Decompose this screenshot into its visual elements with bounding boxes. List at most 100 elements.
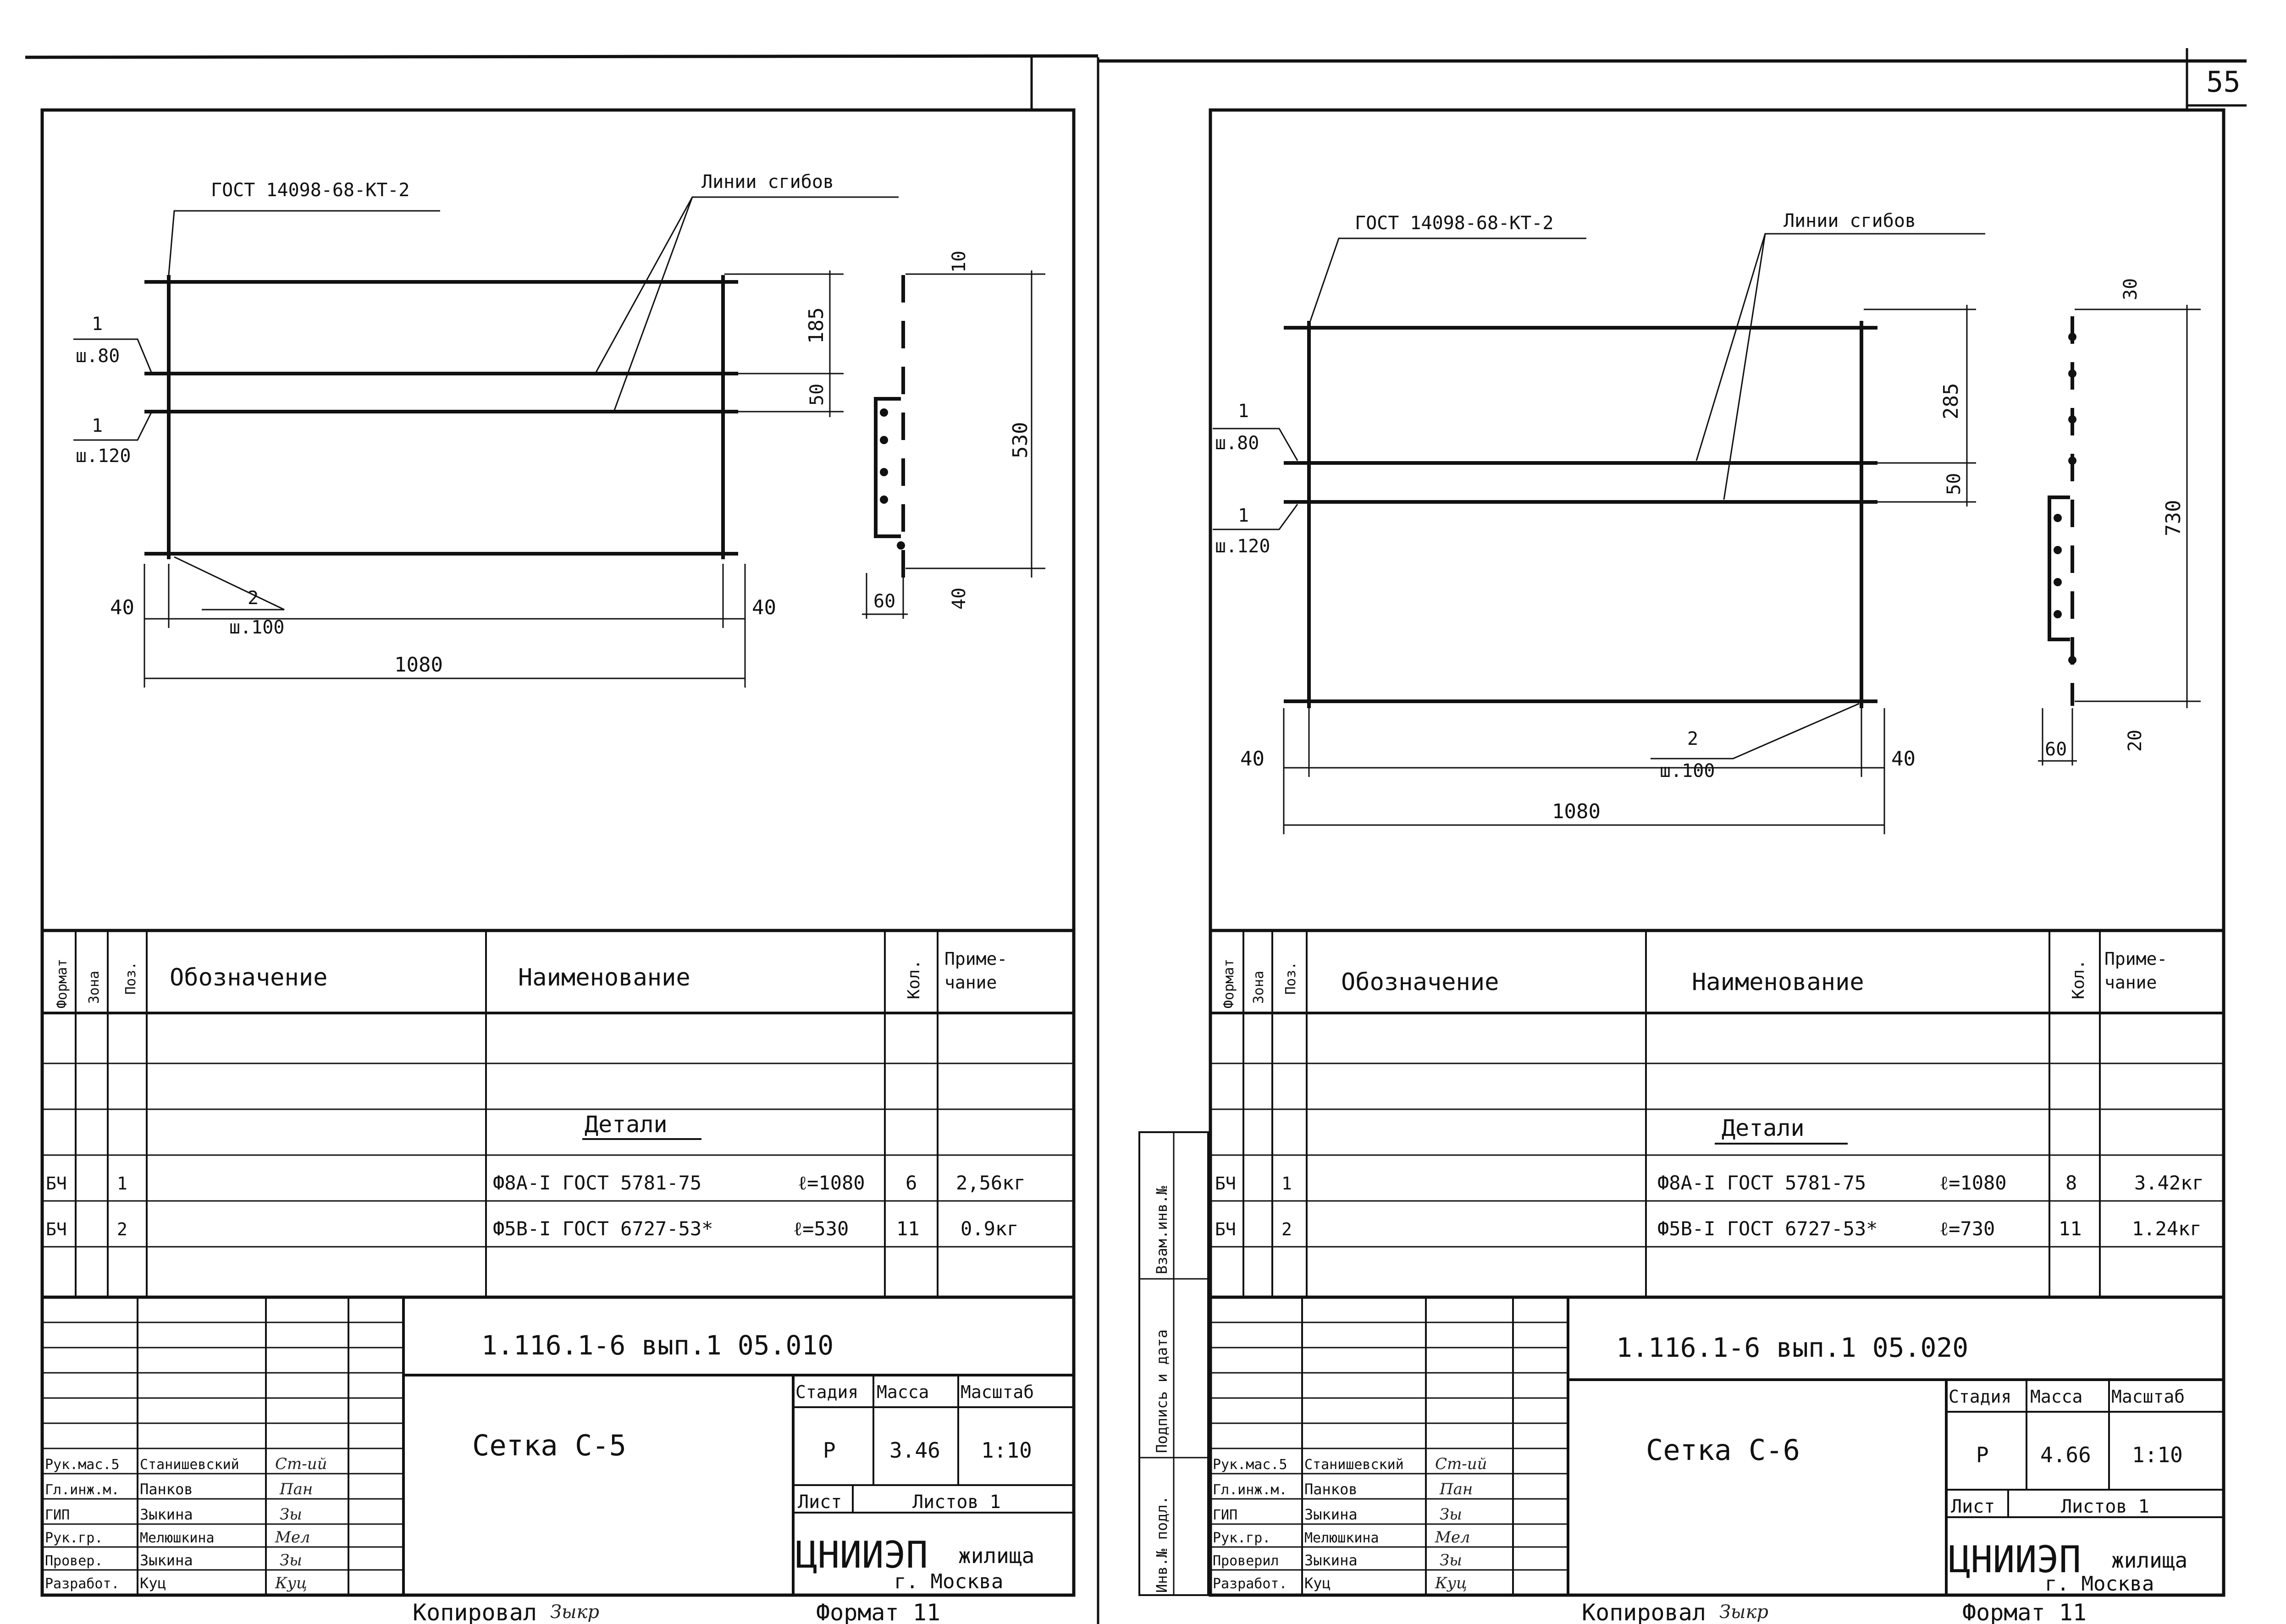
staff-2-role: Гл.инж.м. [1213,1482,1287,1498]
spec-row-2-format: БЧ [46,1219,67,1239]
staff-3-sign: Зы [1440,1505,1462,1524]
side-stamp-inv: Инв.№ подл. [1153,1496,1171,1593]
spec-header-format: Формат [54,959,70,1008]
spec-header-note: Приме-чание [2104,949,2167,992]
mass-value: 3.46 [889,1438,940,1463]
spec-section-title: Детали [585,1111,668,1138]
staff-4-name: Мелюшкина [140,1530,215,1546]
spec-row-1-format: БЧ [46,1173,67,1194]
scale-label: Масштаб [961,1382,1034,1402]
dim-section-bottom: 40 [949,588,970,610]
pos1-upper-num: 1 [92,314,103,335]
pos1-upper-num: 1 [1238,401,1249,422]
dim-left: 40 [1240,747,1264,771]
dim-height: 730 [2162,500,2185,536]
spec-header-qty: Кол. [2069,959,2088,999]
staff-5-name: Зыкина [140,1552,193,1569]
spec-row-1-note: 2,56кг [956,1172,1026,1194]
org-sub: жилища [958,1543,1034,1568]
mass-value: 4.66 [2040,1442,2091,1467]
spec-row-1-qty: 8 [2065,1172,2077,1194]
mesh-drawing [1213,233,2201,834]
side-stamp-replace: Взам.инв.№ [1153,1186,1171,1274]
staff-4-role: Рук.гр. [1213,1530,1270,1546]
spec-header-zone: Зона [86,971,102,1004]
mass-label: Масса [877,1382,929,1402]
staff-5-role: Проверил [1213,1553,1279,1569]
staff-3-role: ГИП [45,1507,70,1523]
dim-right: 40 [752,596,776,619]
pos1-upper-step: ш.80 [1215,433,1259,454]
spec-row-2-name: Ф5В-I ГОСТ 6727-53* [1657,1217,1877,1240]
sheet-label: Лист [1951,1496,1995,1517]
staff-2-sign: Пан [279,1480,313,1498]
section-dots [2054,333,2076,664]
dim-upper: 185 [805,308,828,344]
gost-label: ГОСТ 14098-68-КТ-2 [211,180,409,201]
title-block [1210,1297,2224,1595]
side-stamp-signature: Подпись и дата [1153,1329,1171,1453]
bend-lines-label: Линии сгибов [701,171,834,193]
spec-row-1-qty: 6 [906,1172,917,1194]
staff-6-name: Куц [140,1574,166,1592]
pos1-lower-step: ш.120 [1215,536,1270,557]
pos2-step: ш.100 [229,617,284,638]
spec-row-2-length: ℓ=730 [1939,1217,1995,1240]
staff-5-role: Провер. [45,1553,103,1569]
spec-header-pos: Поз. [1283,962,1299,995]
spec-row-2-pos: 2 [1281,1219,1292,1239]
scale-label: Масштаб [2111,1387,2185,1407]
pos2-num: 2 [1687,728,1698,749]
org-sub: жилища [2111,1548,2187,1573]
spec-row-2-qty: 11 [896,1217,920,1240]
side-stamp [1138,1131,1209,1596]
dim-section-top: 10 [949,251,970,273]
spec-row-1-pos: 1 [1281,1173,1292,1194]
dim-section-width: 60 [873,591,895,612]
page-number: 55 [2206,65,2241,99]
format-label: Формат 11 [816,1599,940,1624]
staff-2-name: Панков [140,1481,193,1498]
dim-right: 40 [1891,747,1916,771]
scale-value: 1:10 [2132,1442,2183,1467]
spec-row-2-note: 1.24кг [2132,1217,2202,1240]
stage-label: Стадия [795,1382,858,1402]
staff-4-name: Мелюшкина [1304,1530,1379,1546]
drawing-title: Сетка С-6 [1646,1433,1800,1467]
spec-row-1-note: 3.42кг [2134,1172,2204,1194]
pos1-upper-step: ш.80 [76,346,120,367]
sheet-left: ГОСТ 14098-68-КТ-2 Линии сгибов 1 ш.80 1… [40,108,1076,1624]
staff-3-name: Зыкина [140,1506,193,1523]
org-main: ЦНИИЭП [795,1534,928,1576]
org-main: ЦНИИЭП [1949,1538,2081,1581]
staff-1-sign: Ст-ий [1435,1455,1487,1473]
pos1-lower-num: 1 [92,415,103,436]
spec-row-1-pos: 1 [117,1173,127,1194]
staff-6-sign: Куц [1435,1574,1467,1592]
copied-sign: Зыкр [1719,1602,1768,1623]
format-label: Формат 11 [1962,1599,2087,1624]
org-city: г. Москва [894,1570,1003,1593]
stage-value: Р [823,1438,836,1463]
spec-row-2-qty: 11 [2059,1217,2082,1240]
section-dots [880,408,905,550]
dim-left: 40 [110,596,134,619]
spec-header-note: Приме-чание [944,949,1007,992]
sheet-label: Лист [798,1492,842,1513]
spec-row-1-name: Ф8А-I ГОСТ 5781-75 [1657,1172,1866,1194]
spec-row-2-pos: 2 [117,1219,127,1239]
sheets-count: Листов 1 [2061,1496,2149,1517]
staff-6-role: Разработ. [45,1576,120,1592]
staff-2-role: Гл.инж.м. [45,1482,120,1498]
dim-section-width: 60 [2045,739,2067,760]
staff-3-sign: Зы [280,1505,302,1524]
staff-5-name: Зыкина [1304,1552,1358,1569]
stage-label: Стадия [1949,1387,2011,1407]
spec-header-designation: Обозначение [1341,969,1499,996]
spec-header-name: Наименование [518,964,690,991]
spec-row-2-name: Ф5В-I ГОСТ 6727-53* [493,1217,713,1240]
spec-table [1210,929,2224,1299]
dim-width: 1080 [1552,800,1601,823]
